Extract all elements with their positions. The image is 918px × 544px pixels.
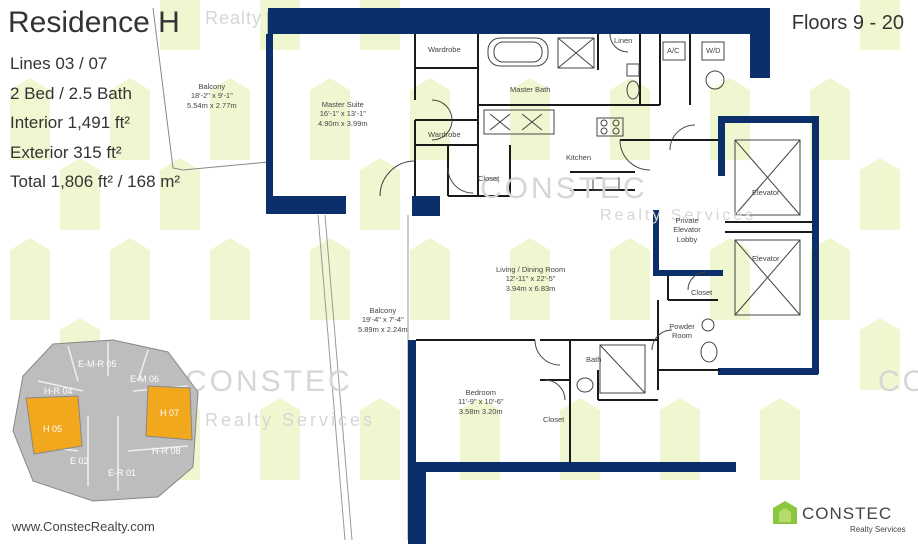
powder-room-label: Powder Room	[669, 322, 695, 341]
residence-title: Residence H	[8, 6, 180, 39]
linen-label: Linen	[614, 36, 633, 45]
keyplan-unit-e02: E 02	[70, 456, 89, 466]
keyplan-unit-em06: E-M 06	[130, 374, 160, 384]
wardrobe-top-label: Wardrobe	[428, 45, 461, 54]
balcony-left-label: Balcony 18'-2" x 9'-1" 5.54m x 2.77m	[187, 82, 237, 110]
brand-name: CONSTEC	[802, 504, 893, 523]
keyplan-unit-emr05: E-M-R 05	[78, 359, 117, 369]
watermark-brand: CONSTEC	[480, 172, 648, 205]
beds-baths-info: 2 Bed / 2.5 Bath	[10, 84, 132, 103]
watermark-brand: CONSTEC	[185, 365, 353, 398]
keyplan-unit-hr08: H-R 08	[152, 446, 181, 456]
floors-range: Floors 9 - 20	[791, 12, 904, 34]
keyplan-unit-h07: H 07	[160, 408, 180, 418]
watermark-brand: CONSTEC	[878, 365, 918, 398]
bath-label: Bath	[586, 355, 602, 364]
interior-area: Interior 1,491 ft²	[10, 113, 131, 132]
master-suite-label: Master Suite 16'-1" x 13'-1" 4.90m x 3.9…	[318, 100, 368, 128]
brand-subtitle: Realty Services	[850, 525, 906, 534]
key-plan	[12, 339, 199, 502]
lines-info: Lines 03 / 07	[10, 54, 108, 73]
elevator-bottom-label: Elevator	[752, 254, 780, 263]
ac-label: A/C	[667, 46, 680, 55]
keyplan-unit-hr04: H-R 04	[44, 386, 73, 396]
wd-label: W/D	[706, 46, 721, 55]
living-dining-label: Living / Dining Room 12'-11" x 22'-5" 3.…	[496, 265, 566, 293]
closet-master-label: Closet	[478, 174, 500, 183]
watermark-tagline: Realty Services	[205, 410, 376, 430]
constec-logo-icon	[773, 501, 797, 524]
private-elevator-lobby-label: Private Elevator Lobby	[673, 216, 701, 244]
keyplan-unit-h05: H 05	[43, 424, 63, 434]
keyplan-unit-er01: E-R 01	[108, 468, 137, 478]
kitchen-label: Kitchen	[566, 153, 592, 162]
total-area: Total 1,806 ft² / 168 m²	[10, 172, 181, 191]
watermark-tagline: Realty Services	[600, 207, 757, 224]
elevator-top-label: Elevator	[752, 188, 780, 197]
exterior-area: Exterior 315 ft²	[10, 143, 122, 162]
bedroom-label: Bedroom 11'-9" x 10'-6" 3.58m 3.20m	[458, 388, 504, 416]
wardrobe-bottom-label: Wardrobe	[428, 130, 461, 139]
watermark-fragment: Realty	[205, 8, 263, 28]
master-bath-label: Master Bath	[510, 85, 551, 94]
balcony-lower-label: Balcony 19'-4" x 7'-4" 5.89m x 2.24m	[358, 306, 408, 334]
website-link[interactable]: www.ConstecRealty.com	[12, 519, 155, 534]
closet-bedroom-label: Closet	[543, 415, 565, 424]
closet-right-label: Closet	[691, 288, 713, 297]
